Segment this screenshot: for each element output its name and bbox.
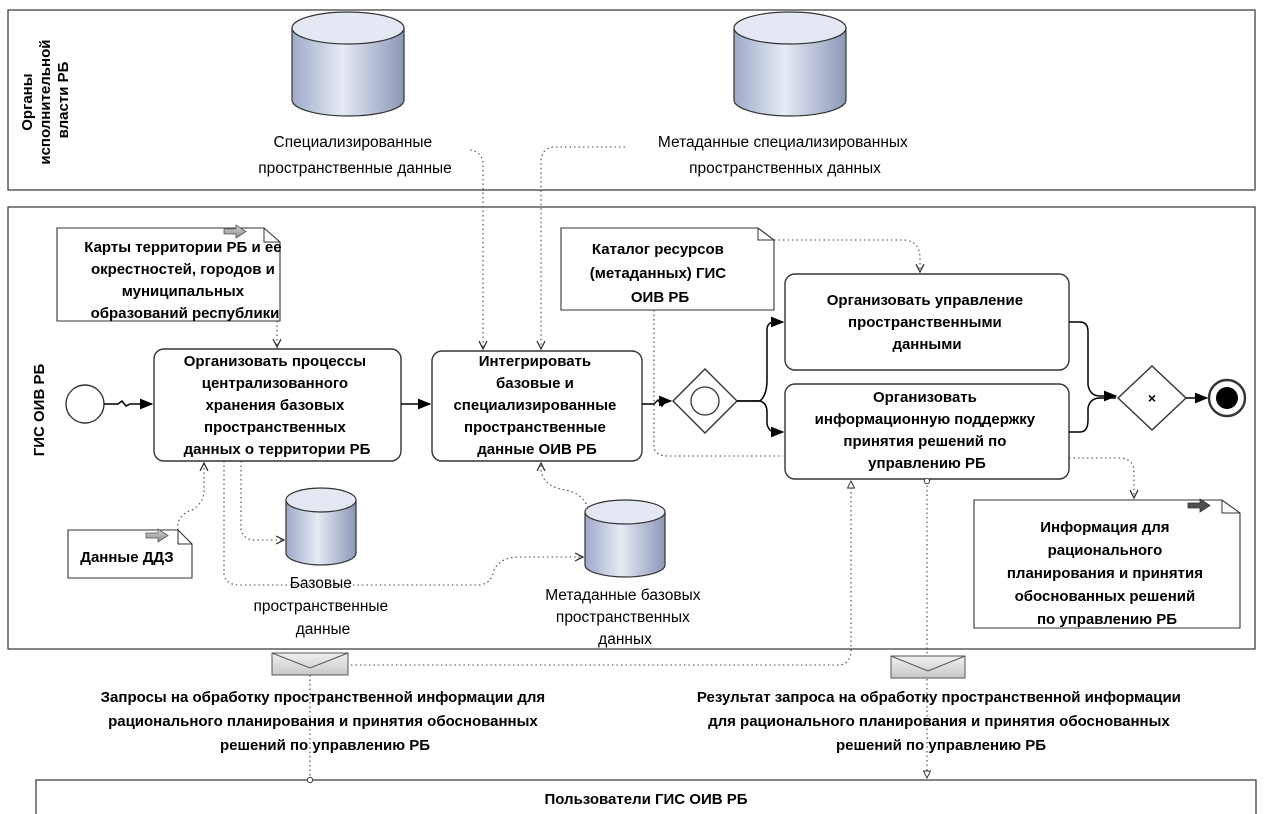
flow-gateway-to-manage — [737, 316, 785, 402]
pool-label-users: Пользователи ГИС ОИВ РБ — [544, 791, 747, 808]
document-info-output[interactable]: Информация для рационального планировани… — [973, 498, 1241, 629]
message-results-label: Результат запроса на обработку пространс… — [697, 689, 1185, 754]
document-ddz-label: Данные ДДЗ — [80, 549, 173, 566]
sequence-flows — [104, 316, 1209, 438]
document-maps-label: Карты территории РБ и ее окрестностей, г… — [84, 239, 286, 322]
datastore-special-metadata-label: Метаданные специализированных пространст… — [658, 134, 912, 177]
output-arrow-icon — [1187, 498, 1211, 513]
assoc-support-to-info — [1069, 457, 1134, 498]
assoc-storage-to-base-metadata — [223, 461, 583, 586]
document-catalog[interactable]: Каталог ресурсов (метаданных) ГИС ОИВ РБ — [560, 227, 775, 311]
datastore-special-metadata[interactable]: Метаданные специализированных пространст… — [658, 11, 912, 177]
task-organize-storage[interactable]: Организовать процессы централизованного … — [153, 348, 402, 462]
associations — [177, 146, 1134, 586]
message-envelope-results[interactable] — [890, 655, 966, 679]
flow-manage-to-join — [1069, 321, 1118, 402]
exclusive-marker-icon: × — [1148, 390, 1156, 406]
datastore-special-spatial-label: Специализированные пространственные данн… — [258, 134, 452, 177]
event-marker-icon — [690, 386, 720, 416]
flow-integrate-to-gateway — [642, 395, 673, 408]
flow-gateway-to-support — [737, 400, 785, 438]
end-event[interactable] — [1207, 378, 1247, 418]
assoc-ddz-to-storage — [177, 463, 204, 530]
document-info-output-label: Информация для рационального планировани… — [1007, 519, 1207, 628]
task-decision-support[interactable]: Организовать информационную поддержку пр… — [784, 383, 1070, 480]
gateway-split[interactable] — [672, 368, 738, 434]
pool-users: Пользователи ГИС ОИВ РБ — [35, 779, 1257, 814]
task-organize-storage-label: Организовать процессы централизованного … — [184, 353, 371, 458]
start-event[interactable] — [65, 384, 105, 424]
flow-start-to-storage — [104, 398, 154, 410]
document-ddz[interactable]: Данные ДДЗ — [67, 528, 193, 579]
document-catalog-label: Каталог ресурсов (метаданных) ГИС ОИВ РБ — [590, 241, 731, 306]
task-manage-data-label: Организовать управление пространственным… — [827, 292, 1027, 353]
task-integrate-label: Интегрировать базовые и специализированн… — [453, 353, 620, 458]
message-requests-label: Запросы на обработку пространственной ин… — [101, 689, 550, 754]
task-manage-data[interactable]: Организовать управление пространственным… — [784, 273, 1070, 371]
task-integrate[interactable]: Интегрировать базовые и специализированн… — [431, 350, 643, 462]
datastore-special-spatial[interactable]: Специализированные пространственные данн… — [258, 11, 452, 177]
assoc-catalog-to-manage — [774, 239, 920, 272]
input-arrow-icon — [145, 528, 169, 543]
document-maps[interactable]: Карты территории РБ и ее окрестностей, г… — [56, 224, 286, 322]
task-decision-support-label: Организовать информационную поддержку пр… — [815, 389, 1040, 472]
pool-label-executive: Органы исполнительной власти РБ — [19, 35, 72, 164]
assoc-metadata-to-integrate — [541, 146, 625, 349]
pool-executive-bodies: Органы исполнительной власти РБ — [7, 9, 1256, 191]
gateway-join[interactable]: × — [1116, 365, 1188, 431]
pool-label-gis: ГИС ОИВ РБ — [31, 364, 48, 457]
message-envelope-requests[interactable] — [271, 652, 349, 676]
input-arrow-icon — [223, 224, 247, 239]
flow-support-to-join — [1069, 397, 1116, 433]
